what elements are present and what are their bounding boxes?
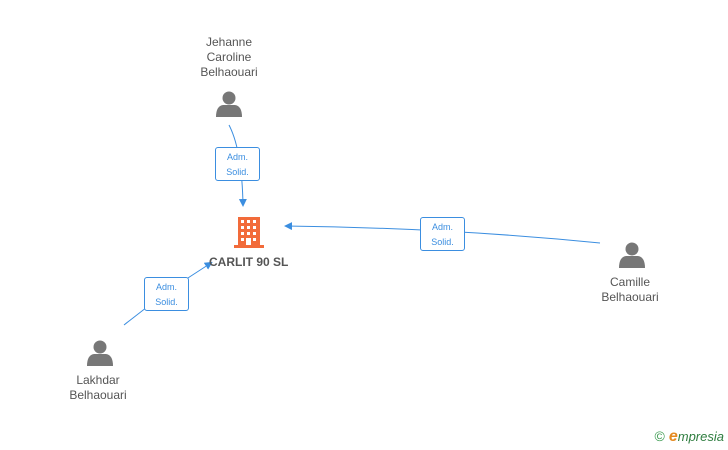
person-label-camille[interactable]: Camille Belhaouari [590, 275, 670, 305]
person-icon[interactable] [619, 242, 645, 269]
relation-label-lakhdar[interactable]: Adm. Solid. [144, 277, 189, 311]
relation-line: Adm. [431, 222, 453, 232]
person-name-line: Jehanne [205, 35, 253, 49]
relation-label-camille[interactable]: Adm. Solid. [420, 217, 465, 251]
brand-initial: e [668, 428, 678, 445]
relation-line: Solid. [155, 297, 178, 307]
brand-name: mpresia [677, 429, 724, 444]
relation-line: Adm. [155, 282, 177, 292]
relation-label-jehanne[interactable]: Adm. Solid. [215, 147, 260, 181]
company-name[interactable]: CARLIT 90 SL [209, 255, 289, 269]
person-icon[interactable] [216, 91, 242, 118]
person-label-jehanne[interactable]: Jehanne Caroline Belhaouari [189, 35, 269, 80]
person-name-line: Belhaouari [200, 65, 258, 79]
relation-line: Solid. [431, 237, 454, 247]
relation-line: Adm. [226, 152, 248, 162]
empresia-logo: ©empresia [655, 428, 724, 446]
person-name-line: Camille [609, 275, 650, 289]
building-icon[interactable] [234, 217, 264, 248]
person-name-line: Caroline [206, 50, 252, 64]
person-label-lakhdar[interactable]: Lakhdar Belhaouari [58, 373, 138, 403]
relation-line: Solid. [226, 167, 249, 177]
person-name-line: Lakhdar [76, 373, 120, 387]
person-name-line: Belhaouari [69, 388, 127, 402]
copyright-symbol: © [654, 428, 665, 444]
person-icon[interactable] [87, 340, 113, 367]
person-name-line: Belhaouari [601, 290, 659, 304]
